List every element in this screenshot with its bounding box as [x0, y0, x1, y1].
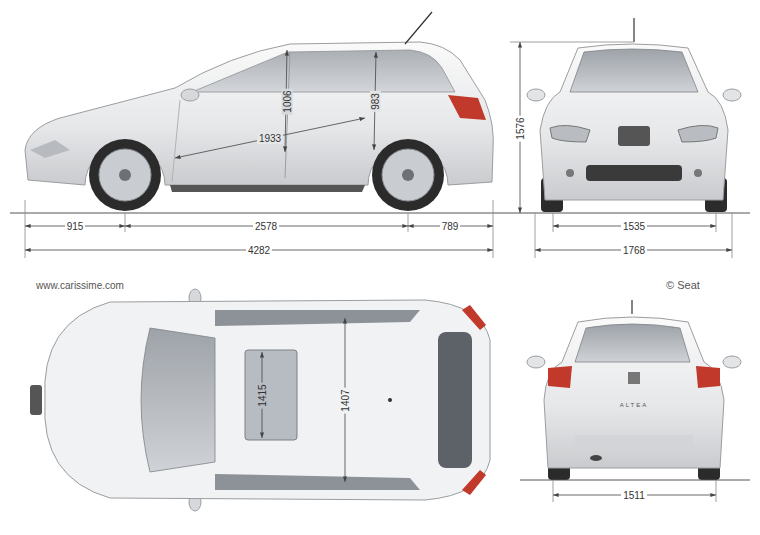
front-view-part [618, 126, 650, 146]
front-view-part [723, 89, 741, 101]
rear-view-part [575, 435, 693, 449]
side-dimensions-part [408, 213, 409, 232]
dimension-value: 983 [370, 91, 381, 112]
top-view-part [438, 332, 472, 468]
side-view-part [192, 50, 455, 92]
front-view-part [586, 165, 682, 181]
front-dimensions-part [553, 213, 554, 232]
rear-view-part [723, 356, 741, 368]
side-view-part [119, 169, 131, 181]
rear-view-part [548, 366, 572, 388]
rear-dimensions-part [553, 480, 554, 502]
front-view-part [570, 49, 698, 92]
front-view-part [678, 125, 718, 142]
side-view-part [448, 95, 486, 120]
model-badge: ALTEA [618, 402, 651, 409]
top-view-part [215, 474, 420, 490]
dimension-value: 4282 [246, 245, 272, 256]
side-view-part [402, 169, 414, 181]
top-view-part [141, 328, 215, 472]
side-view [25, 12, 493, 211]
dimension-value: 1933 [257, 133, 283, 144]
top-view-part [388, 398, 392, 402]
top-view-part [245, 350, 297, 440]
front-view-part [694, 169, 702, 177]
rear-dimensions-part [716, 480, 717, 502]
front-dimensions-part [732, 213, 733, 258]
dimension-value: 1006 [282, 88, 293, 114]
top-view-part [45, 300, 490, 500]
dimension-value: 1407 [340, 387, 351, 413]
front-dimensions-part [716, 213, 717, 232]
dimension-value: 1768 [621, 245, 647, 256]
dimension-value: 1415 [257, 382, 268, 408]
rear-view-part [590, 455, 602, 461]
front-dimensions-part [510, 42, 634, 43]
side-view-part [170, 185, 365, 192]
rear-view-part [631, 300, 632, 314]
watermark: www.carissime.com [34, 280, 126, 291]
front-view [527, 18, 741, 212]
top-view-part [215, 310, 420, 326]
dimension-value: 1511 [621, 490, 647, 501]
copyright-note: © Seat [664, 279, 702, 291]
dimension-value: 2578 [253, 221, 279, 232]
rear-dimensions [520, 480, 750, 502]
rear-view-part [527, 356, 545, 368]
front-view-part [550, 125, 590, 142]
dimension-value: 789 [440, 221, 461, 232]
rear-view-part [544, 317, 724, 468]
front-view-part [566, 169, 574, 177]
side-view-part [89, 139, 161, 211]
dimension-value: 915 [65, 221, 86, 232]
side-dimensions-part [493, 200, 494, 258]
front-dimensions-part [535, 213, 536, 258]
rear-dimensions-part [520, 480, 750, 481]
front-view-part [633, 18, 634, 42]
rear-view-part [628, 372, 640, 384]
side-view-part [382, 149, 434, 201]
rear-view-part [696, 366, 720, 388]
top-view [30, 289, 490, 511]
top-view-part [30, 385, 42, 415]
front-dimensions [510, 42, 732, 258]
side-dimensions-part [10, 213, 750, 214]
side-view-part [181, 89, 199, 101]
dimension-value: 1535 [621, 221, 647, 232]
rear-view [527, 300, 741, 480]
side-view-part [405, 12, 432, 44]
dimension-value: 1576 [515, 115, 526, 141]
side-dimensions-part [25, 200, 26, 258]
side-view-part [99, 149, 151, 201]
side-dimensions-part [175, 118, 365, 158]
side-view-part [372, 139, 444, 211]
side-dimensions-part [125, 213, 126, 232]
top-view-part [462, 470, 486, 495]
front-view-part [540, 44, 728, 200]
front-view-part [527, 89, 545, 101]
rear-view-part [575, 324, 690, 362]
top-dimensions [262, 318, 345, 482]
top-view-part [462, 305, 486, 330]
side-view-part [30, 140, 70, 158]
side-view-part [172, 100, 180, 182]
